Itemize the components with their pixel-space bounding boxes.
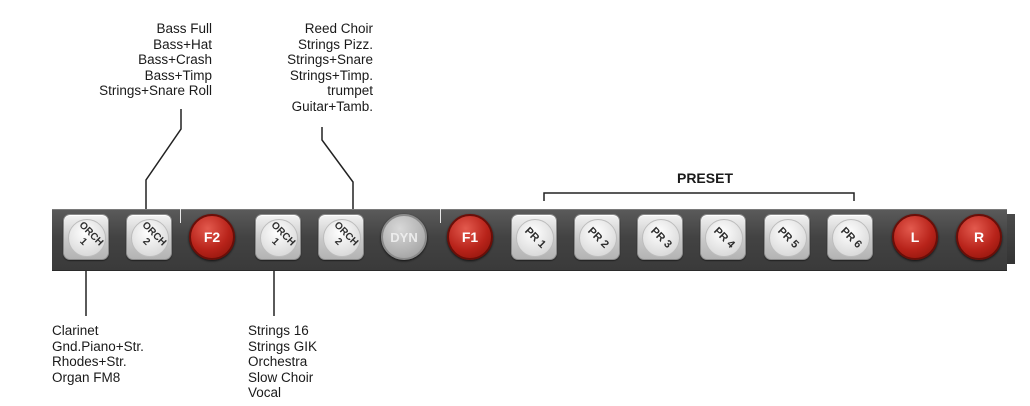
button-label-number: 2 [140, 236, 152, 248]
panel-divider [440, 209, 441, 223]
preset-3-button[interactable]: PR 3 [637, 214, 683, 260]
button-face [769, 219, 807, 257]
f2-button[interactable]: F2 [189, 214, 235, 260]
l-button[interactable]: L [892, 214, 938, 260]
callout-line: Bass+Timp [144, 67, 212, 83]
callout-orch2-bank1: Bass Full Bass+Hat Bass+Crash Bass+Timp … [99, 21, 212, 99]
callout-line: Vocal [248, 385, 282, 400]
orch2-button-bank1[interactable]: ORCH 2 [126, 214, 172, 260]
callout-line: Clarinet [52, 323, 99, 338]
button-face [68, 219, 106, 257]
leader-line-orch2-bank2 [321, 127, 354, 222]
button-label-number: 1 [77, 236, 89, 248]
button-face [579, 219, 617, 257]
callout-line: Bass Full [156, 21, 212, 36]
panel-divider [180, 209, 181, 223]
callout-line: Orchestra [248, 354, 308, 369]
f1-button[interactable]: F1 [447, 214, 493, 260]
callout-orch2-bank2: Reed Choir Strings Pizz. Strings+Snare S… [287, 21, 373, 114]
callout-line: trumpet [327, 83, 373, 98]
callout-line: Bass+Hat [153, 36, 212, 52]
callout-line: Strings GIK [248, 338, 318, 354]
button-face [642, 219, 680, 257]
preset-6-button[interactable]: PR 6 [827, 214, 873, 260]
button-label-number: 2 [332, 236, 344, 248]
button-face [832, 219, 870, 257]
orch2-button-bank2[interactable]: ORCH 2 [318, 214, 364, 260]
callout-line: Strings+Snare [287, 52, 373, 67]
button-face [516, 219, 554, 257]
orch1-button-bank1[interactable]: ORCH 1 [63, 214, 109, 260]
callout-line: Organ FM8 [52, 369, 121, 385]
preset-bracket [543, 192, 855, 201]
callout-line: Slow Choir [248, 369, 314, 385]
preset-1-button[interactable]: PR 1 [511, 214, 557, 260]
button-face [323, 219, 361, 257]
callout-line: Gnd.Piano+Str. [52, 338, 144, 354]
callout-line: Reed Choir [304, 21, 373, 36]
callout-orch1-bank1: Clarinet Gnd.Piano+Str. Rhodes+Str. Orga… [52, 323, 144, 385]
preset-label: PRESET [676, 170, 733, 186]
r-button[interactable]: R [956, 214, 1002, 260]
callout-orch1-bank2: Strings 16 Strings GIK Orchestra Slow Ch… [248, 323, 317, 401]
button-face [131, 219, 169, 257]
callout-line: Strings+Timp. [289, 67, 373, 83]
dyn-button[interactable]: DYN [381, 214, 427, 260]
panel-end-cap [1007, 214, 1015, 264]
button-face [705, 219, 743, 257]
orch1-button-bank2[interactable]: ORCH 1 [255, 214, 301, 260]
button-face [260, 219, 298, 257]
callout-line: Bass+Crash [138, 52, 212, 67]
callout-line: Rhodes+Str. [52, 354, 127, 369]
button-label-number: 1 [269, 236, 281, 248]
preset-5-button[interactable]: PR 5 [764, 214, 810, 260]
callout-line: Guitar+Tamb. [291, 98, 373, 114]
callout-line: Strings Pizz. [297, 36, 373, 52]
preset-4-button[interactable]: PR 4 [700, 214, 746, 260]
callout-line: Strings 16 [248, 323, 309, 338]
leader-line-orch2-bank1 [145, 109, 182, 222]
callout-line: Strings+Snare Roll [99, 83, 212, 98]
preset-2-button[interactable]: PR 2 [574, 214, 620, 260]
